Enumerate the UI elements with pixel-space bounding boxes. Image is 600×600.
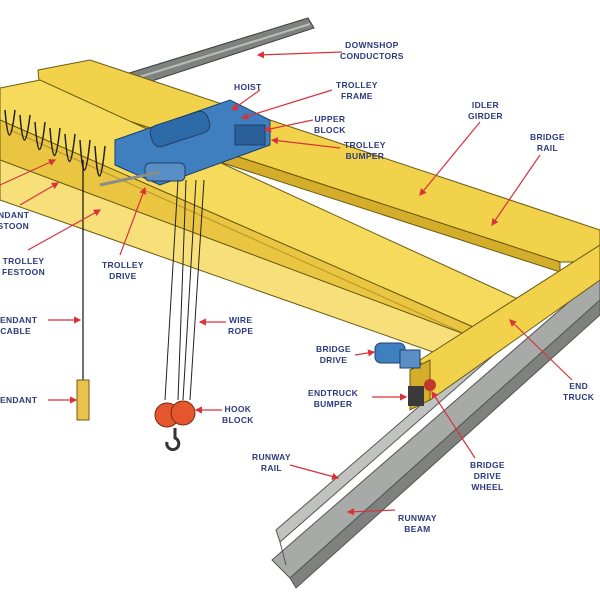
trolley: [99, 99, 271, 187]
bridge-drive-motor: [374, 342, 421, 369]
bridge-drive-wheel-part: [424, 379, 436, 391]
label-pendant: PENDANT: [0, 395, 38, 405]
endtruck-bumper-part: [408, 386, 424, 406]
wire-rope: [164, 179, 205, 401]
leader-arrows: [0, 51, 573, 516]
hook-block: [154, 400, 196, 452]
label-pendant-festoon: PENDANTFESTOON: [0, 210, 30, 231]
label-pendant-cable: PENDANTCABLE: [0, 315, 38, 336]
festoon-loops: [4, 109, 106, 177]
label-hoist: HOIST: [234, 82, 262, 92]
